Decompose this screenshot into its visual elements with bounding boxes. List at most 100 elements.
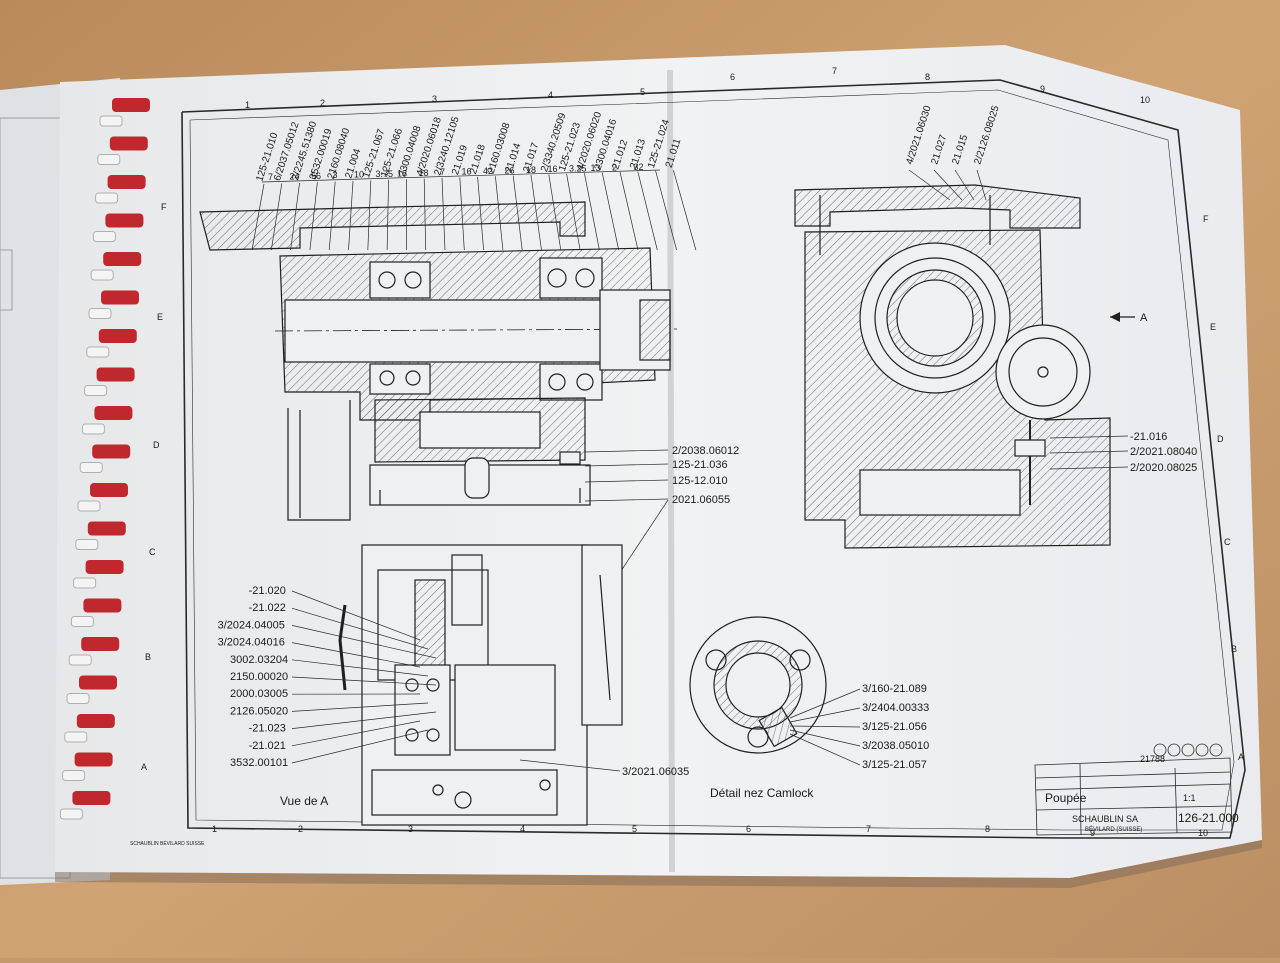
binding-hole xyxy=(78,501,100,511)
vue-callout: 3/2024.04016 xyxy=(218,637,285,649)
main-callout: 125-21.036 xyxy=(672,459,728,471)
binding-loop xyxy=(103,252,141,266)
caption-vue-de-a: Vue de A xyxy=(280,794,328,808)
camlock-callout: 3/125-21.056 xyxy=(862,721,927,733)
camlock-callout: 3/2038.05010 xyxy=(862,740,929,752)
dimension-value: 24 xyxy=(290,171,300,181)
vue-callout: 3532.00101 xyxy=(230,757,288,769)
frame-number-bottom: 7 xyxy=(866,824,871,834)
binding-loop xyxy=(77,714,115,728)
frame-letter-right: B xyxy=(1231,644,1237,654)
binding-hole xyxy=(60,809,82,819)
frame-letter-left: C xyxy=(149,547,156,557)
frame-number-top: 4 xyxy=(548,90,553,100)
camlock-detail-view xyxy=(690,617,826,753)
vue-callout: 2000.03005 xyxy=(230,688,288,700)
binding-hole xyxy=(82,424,104,434)
frame-number-top: 8 xyxy=(925,72,930,82)
frame-letter-right: A xyxy=(1238,752,1244,762)
vue-callout: 2126.05020 xyxy=(230,705,288,717)
binding-loop xyxy=(72,791,110,805)
dimension-value: 2 xyxy=(612,162,617,172)
section-callout-right: 2/2021.08040 xyxy=(1130,446,1197,458)
binding-loop xyxy=(105,214,143,228)
camlock-callout: 3/125-21.057 xyxy=(862,759,927,771)
dimension-value: 18 xyxy=(526,165,536,175)
frame-number-bottom: 5 xyxy=(632,824,637,834)
dimension-value: 32 xyxy=(634,162,644,172)
camlock-callout: 3/160-21.089 xyxy=(862,683,927,695)
dimension-value: 13 xyxy=(591,163,601,173)
frame-number-top: 2 xyxy=(320,98,325,108)
binding-hole xyxy=(80,463,102,473)
frame-number-bottom: 1 xyxy=(212,824,217,834)
camlock-callout: 3/2404.00333 xyxy=(862,702,929,714)
frame-number-bottom: 2 xyxy=(298,824,303,834)
frame-number-bottom: 6 xyxy=(746,824,751,834)
frame-letter-left: A xyxy=(141,762,147,772)
binding-hole xyxy=(71,617,93,627)
binding-hole xyxy=(67,694,89,704)
vue-callout: -21.020 xyxy=(249,585,286,597)
binding-hole xyxy=(85,386,107,396)
sheet-fold xyxy=(670,70,672,872)
binding-hole xyxy=(89,309,111,319)
binding-loop xyxy=(101,291,139,305)
binding-loop xyxy=(97,368,135,382)
binding-hole xyxy=(76,540,98,550)
title-block-company: SCHAUBLIN SA xyxy=(1072,814,1138,824)
frame-number-top: 10 xyxy=(1140,95,1150,105)
binding-hole xyxy=(87,347,109,357)
vue-callout: 3002.03204 xyxy=(230,654,288,666)
frame-number-top: 5 xyxy=(640,87,645,97)
dimension-value: 26 xyxy=(505,165,515,175)
title-block-number: 126-21.000 xyxy=(1178,811,1239,825)
frame-letter-right: D xyxy=(1217,434,1224,444)
frame-number-bottom: 8 xyxy=(985,824,990,834)
frame-letter-left: F xyxy=(161,202,167,212)
binding-loop xyxy=(83,599,121,613)
binding-hole xyxy=(91,270,113,280)
frame-letter-right: F xyxy=(1203,214,1209,224)
dimension-value: 7 xyxy=(268,172,273,182)
dimension-value: 18 xyxy=(397,168,407,178)
binding-loop xyxy=(110,137,148,151)
dimension-value: 10 xyxy=(354,170,364,180)
binding-loop xyxy=(75,753,113,767)
dimension-value: 42 xyxy=(483,166,493,176)
title-block-title: Poupée xyxy=(1045,791,1087,805)
frame-number-top: 7 xyxy=(832,66,837,76)
binding-hole xyxy=(65,732,87,742)
frame-number-top: 9 xyxy=(1040,84,1045,94)
vue-callout: 2150.00020 xyxy=(230,671,288,683)
caption-detail-camlock: Détail nez Camlock xyxy=(710,786,814,800)
dimension-value: 18 xyxy=(419,168,429,178)
frame-letter-left: B xyxy=(145,652,151,662)
frame-number-top: 1 xyxy=(245,100,250,110)
vue-de-a-view xyxy=(340,545,622,825)
view-marker: A xyxy=(1140,312,1148,324)
main-callout: 2021.06055 xyxy=(672,494,730,506)
vue-bottom-callout: 3/2021.06035 xyxy=(622,766,689,778)
frame-number-bottom: 10 xyxy=(1198,828,1208,838)
dimension-value: 3.25 xyxy=(569,164,587,174)
frame-letter-left: E xyxy=(157,312,163,322)
binding-hole xyxy=(69,655,91,665)
binding-loop xyxy=(99,329,137,343)
dimension-value: 3.75 xyxy=(376,169,394,179)
frame-letter-left: D xyxy=(153,440,160,450)
binding-loop xyxy=(108,175,146,189)
vue-callout: 3/2024.04005 xyxy=(218,619,285,631)
dimension-value: 7 xyxy=(440,167,445,177)
frame-letter-right: E xyxy=(1210,322,1216,332)
binding-hole xyxy=(96,193,118,203)
frame-letter-right: C xyxy=(1224,537,1231,547)
main-callout: 2/2038.06012 xyxy=(672,445,739,457)
binding-loop xyxy=(79,676,117,690)
dimension-value: 56 xyxy=(311,171,321,181)
dimension-value: 3 xyxy=(333,170,338,180)
vue-callout: -21.022 xyxy=(249,602,286,614)
section-callout-right: 2/2020.08025 xyxy=(1130,462,1197,474)
main-callout: 125-12.010 xyxy=(672,475,728,487)
